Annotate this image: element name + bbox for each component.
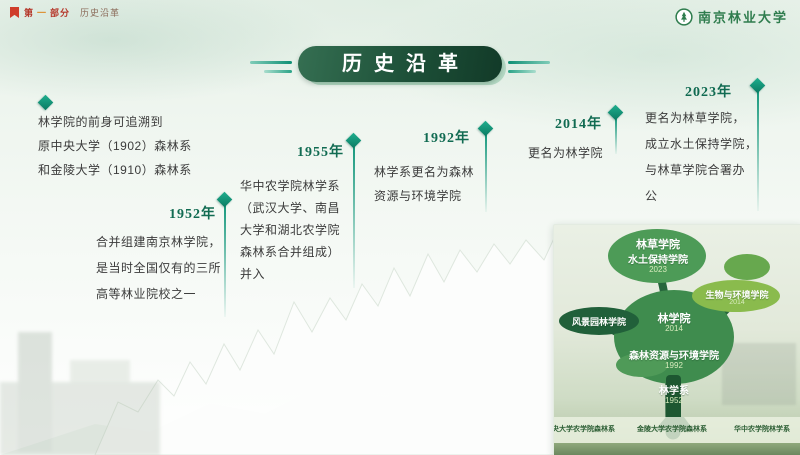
breadcrumb: 第 一 部分 历史沿革 <box>10 6 120 19</box>
timeline-text-line: 成立水土保持学院， <box>645 137 758 151</box>
tree-node-linxuexi: 林学系 <box>659 386 689 397</box>
timeline-text-line: 华中农学院林学系 <box>240 179 341 193</box>
root-label-jinling: 金陵大学农学院森林系 <box>637 426 707 433</box>
tree-node-year-1952: 1952 <box>665 396 683 405</box>
timeline-text-line: 合并组建南京林学院， <box>96 235 222 249</box>
root-label-zhongyang: 中央大学农学院森林系 <box>554 426 615 433</box>
roots-band: 中央大学农学院森林系 金陵大学农学院森林系 华中农学院林学系 <box>554 417 800 443</box>
timeline-year: 2023年 <box>685 85 732 100</box>
timeline-stem <box>224 205 226 317</box>
timeline-text-line: 林学院的前身可追溯到 <box>38 115 164 129</box>
school-brand: 南京林业大学 <box>675 7 788 26</box>
evolution-tree-card: 林草学院 水土保持学院 2023 生物与环境学院 2014 风景园林学院 林学院… <box>553 224 800 455</box>
timeline-stem <box>615 118 617 154</box>
school-logo-icon <box>675 7 693 26</box>
grass-strip <box>554 443 800 455</box>
tree-node-year-2014: 2014 <box>665 324 683 333</box>
timeline-year: 1955年 <box>297 145 344 160</box>
timeline-text-line: 高等林业院校之一 <box>96 287 197 301</box>
faded-building-photo <box>0 320 160 455</box>
timeline-stem <box>757 91 759 211</box>
timeline-text-line: 大学和湖北农学院 <box>240 223 341 237</box>
title-deco-right <box>508 61 550 64</box>
title-deco-left <box>250 61 292 64</box>
timeline-stem <box>353 146 355 288</box>
breadcrumb-part-num: 一 <box>37 8 48 18</box>
tree-node-bio: 生物与环境学院 <box>705 290 769 300</box>
timeline-text-line: 并入 <box>240 267 266 281</box>
timeline-text-line: 森林系合并组成） <box>240 245 341 259</box>
timeline-text-line: 公 <box>645 189 658 203</box>
tree-node-bio-year: 2014 <box>729 299 745 306</box>
tree-node-year-1992: 1992 <box>665 361 683 370</box>
tree-node-fengjing: 风景园林学院 <box>571 317 626 327</box>
timeline-text-line: 更名为林草学院， <box>645 111 746 125</box>
breadcrumb-part-word: 部分 <box>50 8 71 18</box>
timeline-text-line: 与林草学院合署办 <box>645 163 746 177</box>
timeline-year: 1992年 <box>423 131 470 146</box>
tree-node-year-2023: 2023 <box>649 265 667 274</box>
timeline-text-line: 是当时全国仅有的三所 <box>96 261 222 275</box>
flag-icon <box>10 7 19 18</box>
tree-node-senlin: 森林资源与环境学院 <box>629 351 719 362</box>
root-label-huazhong: 华中农学院林学系 <box>734 426 790 433</box>
title-deco-right-2 <box>508 70 536 73</box>
timeline-stem <box>485 134 487 212</box>
tree-node-linxueyuan: 林学院 <box>657 313 691 325</box>
tree-node-shuitu: 水土保持学院 <box>628 255 688 266</box>
timeline-text-line: 资源与环境学院 <box>374 189 462 203</box>
timeline-text-line: （武汉大学、南昌 <box>240 201 341 215</box>
school-name: 南京林业大学 <box>697 10 788 25</box>
breadcrumb-part-char: 第 <box>24 8 35 18</box>
title-deco-left-2 <box>264 70 292 73</box>
page-title: 历史沿革 <box>298 46 502 82</box>
tree-node-lincao: 林草学院 <box>636 239 680 251</box>
timeline-text-line: 原中央大学（1902）森林系 <box>38 139 192 153</box>
faded-campus-building <box>722 343 796 405</box>
timeline-year: 1952年 <box>169 207 216 222</box>
timeline-text-line: 和金陵大学（1910）森林系 <box>38 163 192 177</box>
timeline-text-line: 林学系更名为森林 <box>374 165 475 179</box>
breadcrumb-section: 历史沿革 <box>80 8 121 18</box>
timeline-year: 2014年 <box>555 117 602 132</box>
timeline-text-line: 更名为林学院 <box>528 146 604 160</box>
